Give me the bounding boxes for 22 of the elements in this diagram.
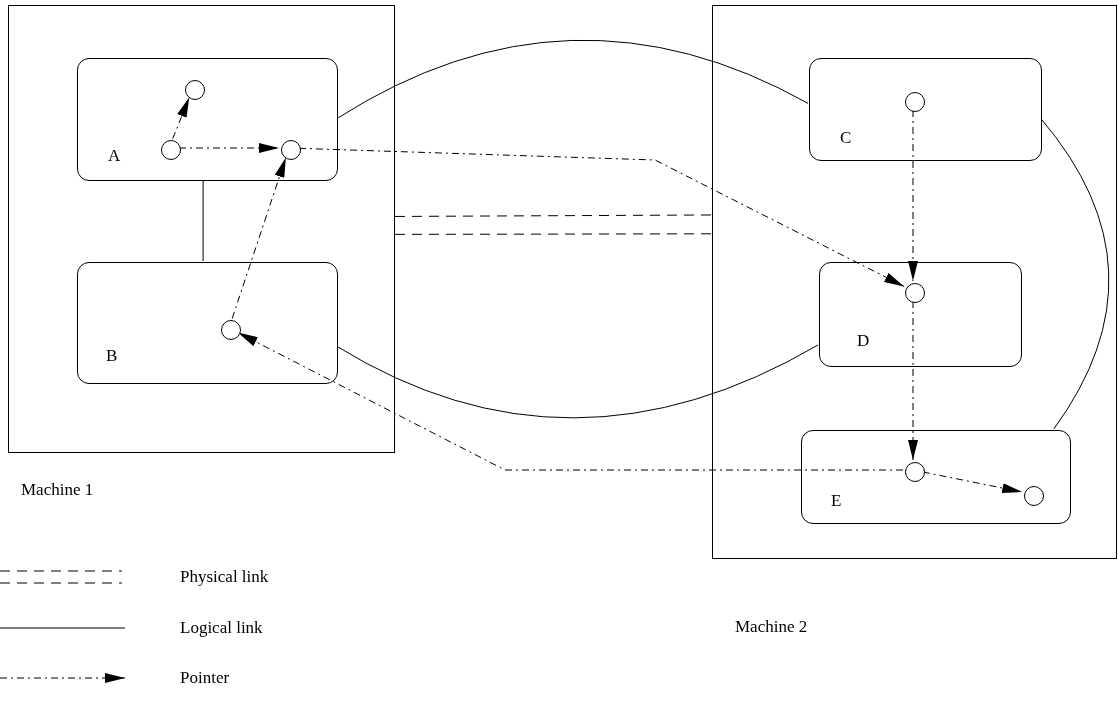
logical-link-curve (336, 39, 809, 119)
process-box (77, 58, 338, 181)
legend-label: Logical link (180, 619, 263, 636)
physical-link-line (394, 214, 713, 217)
process-box (801, 430, 1071, 524)
machine-label: Machine 2 (735, 618, 808, 635)
logical-link-curve (202, 179, 204, 262)
process-box (77, 262, 338, 384)
logical-link-curve (336, 344, 819, 419)
node-label: C (840, 129, 852, 146)
node-label: A (108, 147, 121, 164)
process-box (809, 58, 1042, 161)
node-label: B (106, 347, 118, 364)
physical-link-line (394, 233, 713, 235)
legend-label: Pointer (180, 669, 230, 686)
logical-link-curve (1040, 118, 1110, 430)
node-label: D (857, 332, 870, 349)
process-box (819, 262, 1022, 367)
machine-label: Machine 1 (21, 481, 94, 498)
legend-label: Physical link (180, 568, 269, 585)
node-label: E (831, 492, 842, 509)
pointer-arrow (172, 96, 190, 140)
